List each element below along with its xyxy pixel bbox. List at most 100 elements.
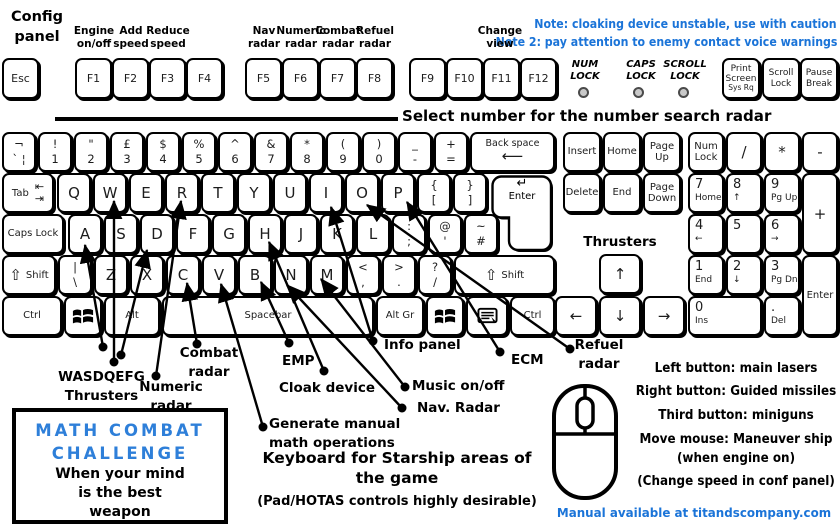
tab-key-label: Tab — [11, 187, 29, 199]
key-rctrl: Ctrl — [510, 296, 555, 336]
diagram-title-line2: the game — [355, 469, 439, 487]
tab-arrows-icon: ⇤⇥ — [34, 180, 45, 205]
label-thrusters-arrows: Thrusters — [583, 234, 657, 250]
key-equals: += — [434, 132, 468, 172]
key-m: M — [310, 255, 344, 295]
mouse-icon — [552, 384, 618, 500]
key-f11: F11 — [483, 58, 520, 99]
logo-title-line2: CHALLENGE — [51, 444, 189, 464]
callout-dot-d — [116, 350, 126, 360]
windows-logo-icon — [434, 308, 456, 323]
key-home: Home — [603, 132, 641, 172]
key-1: !1 — [38, 132, 72, 172]
key-f3: F3 — [149, 58, 186, 99]
key-h: H — [248, 214, 282, 254]
shift-key-label: Shift — [501, 269, 525, 281]
key-np-8: 8↑ — [726, 173, 762, 213]
key-arrow-down: ↓ — [599, 296, 641, 336]
mouse-instruction-1: Left button: main lasers — [654, 361, 818, 376]
label-nav-radar: Nav. Radar — [417, 400, 500, 416]
key-comma: <, — [346, 255, 380, 295]
math-combat-challenge-logo: MATH COMBAT CHALLENGE When your mind is … — [12, 408, 228, 524]
key-rshift: ⇧Shift — [454, 255, 555, 295]
key-rwin — [426, 296, 464, 336]
note-cloaking: Note: cloaking device unstable, use with… — [534, 16, 837, 31]
key-space: Spacebar — [162, 296, 374, 336]
callout-dot-w — [109, 357, 119, 367]
key-b: B — [238, 255, 272, 295]
key-tab: Tab ⇤⇥ — [2, 173, 54, 213]
note-enemy-contact: Note 2: pay attention to enemy contact v… — [495, 34, 837, 49]
key-o: O — [345, 173, 379, 213]
mouse-instruction-6: (Change speed in conf panel) — [637, 474, 835, 489]
key-5: %5 — [182, 132, 216, 172]
mouse-instruction-3: Third button: miniguns — [658, 408, 814, 423]
key-np-dot: .Del — [764, 296, 800, 336]
key-c: C — [166, 255, 200, 295]
mouse-instruction-2: Right button: Guided missiles — [635, 384, 837, 399]
label-music-on-off: Music on/off — [412, 378, 505, 394]
key-s: S — [104, 214, 138, 254]
key-arrow-left: ← — [555, 296, 597, 336]
key-f12: F12 — [520, 58, 557, 99]
shift-arrow-icon: ⇧ — [484, 266, 498, 284]
key-np-plus: + — [802, 173, 838, 254]
key-v: V — [202, 255, 236, 295]
key-f2: F2 — [112, 58, 149, 99]
key-lbracket: {[ — [417, 173, 451, 213]
key-np-5: 5 — [726, 214, 762, 254]
key-w: W — [93, 173, 127, 213]
key-period: >. — [382, 255, 416, 295]
label-info-panel: Info panel — [384, 337, 461, 353]
key-f4: F4 — [186, 58, 223, 99]
diagram-title-line1: Keyboard for Starship areas of — [262, 449, 532, 467]
key-u: U — [273, 173, 307, 213]
callout-dot-n — [397, 403, 407, 413]
key-f1: F1 — [75, 58, 112, 99]
shift-key-label: Shift — [25, 269, 49, 281]
key-slash: ?/ — [418, 255, 452, 295]
key-f8: F8 — [356, 58, 393, 99]
key-z: Z — [94, 255, 128, 295]
key-np-star: * — [764, 132, 800, 172]
config-panel-line1: Config — [10, 9, 64, 25]
windows-logo-icon — [72, 308, 94, 323]
key-rbracket: }] — [453, 173, 487, 213]
key-g: G — [212, 214, 246, 254]
key-6: ^6 — [218, 132, 252, 172]
key-0: )0 — [362, 132, 396, 172]
select-number-title: Select number for the number search rada… — [402, 107, 772, 125]
key-f6: F6 — [282, 58, 319, 99]
menu-icon — [476, 307, 498, 324]
config-panel-label: Config panel — [4, 8, 70, 47]
key-np-4: 4← — [688, 214, 724, 254]
key-lalt: Alt — [104, 296, 160, 336]
pad-hotas-note: (Pad/HOTAS controls highly desirable) — [257, 494, 537, 509]
manual-link-text: Manual available at titandscompany.com — [556, 505, 832, 520]
key-7: &7 — [254, 132, 288, 172]
key-2: "2 — [74, 132, 108, 172]
key-a: A — [68, 214, 102, 254]
key-d: D — [140, 214, 174, 254]
key-4: $4 — [146, 132, 180, 172]
key-backslash: |\ — [58, 255, 92, 295]
key-semicolon: :; — [392, 214, 426, 254]
key-f5: F5 — [245, 58, 282, 99]
key-arrow-right: → — [643, 296, 685, 336]
led-scroll-lock — [678, 87, 689, 98]
